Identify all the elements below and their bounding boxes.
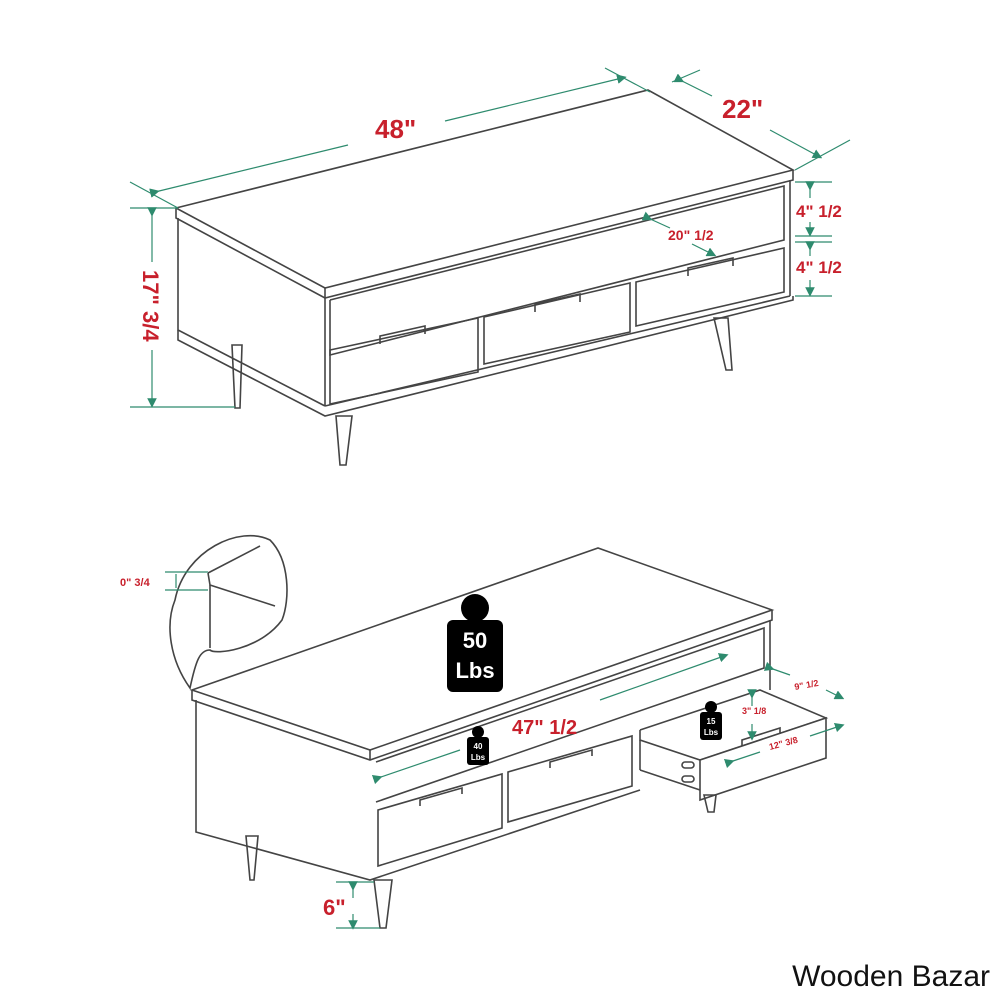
length-label: 48": [375, 114, 416, 144]
weight-icon-40: 40 Lbs: [467, 726, 489, 765]
shelf-length-label: 47" 1/2: [512, 717, 577, 739]
depth-label: 22": [722, 94, 763, 124]
weight-icon-15: 15 Lbs: [700, 701, 722, 740]
top-view-labels: 48" 22" 17" 3/4 4" 1/2 4" 1/2 20" 1/2: [138, 94, 842, 342]
weight-icon-50: 50 Lbs: [447, 594, 503, 692]
bottom-view-labels: 0" 3/4 47" 1/2 6" 9" 1/2 3" 1/8 12" 3/8: [120, 577, 819, 920]
drawer-height-label: 4" 1/2: [796, 258, 842, 277]
bottom-view-table: [169, 535, 829, 929]
drawer-inner-height-label: 3" 1/8: [742, 706, 766, 716]
top-view-dimension-lines: [129, 67, 851, 408]
height-label: 17" 3/4: [138, 270, 163, 342]
top-thickness-label: 0" 3/4: [120, 577, 151, 589]
weight-50-value: 50: [463, 628, 487, 653]
weight-40-unit: Lbs: [471, 753, 486, 762]
weight-40-value: 40: [474, 742, 483, 751]
top-view-table: [173, 89, 796, 466]
weight-15-unit: Lbs: [704, 728, 719, 737]
weight-15-value: 15: [707, 717, 716, 726]
weight-50-unit: Lbs: [455, 658, 494, 683]
watermark: Wooden Bazar: [792, 960, 990, 993]
leg-height-label: 6": [323, 895, 346, 920]
shelf-depth-label: 20" 1/2: [668, 227, 714, 243]
drawer-depth-label: 9" 1/2: [794, 678, 820, 692]
shelf-height-label: 4" 1/2: [796, 202, 842, 221]
bottom-view-dimension-lines: [165, 571, 845, 930]
